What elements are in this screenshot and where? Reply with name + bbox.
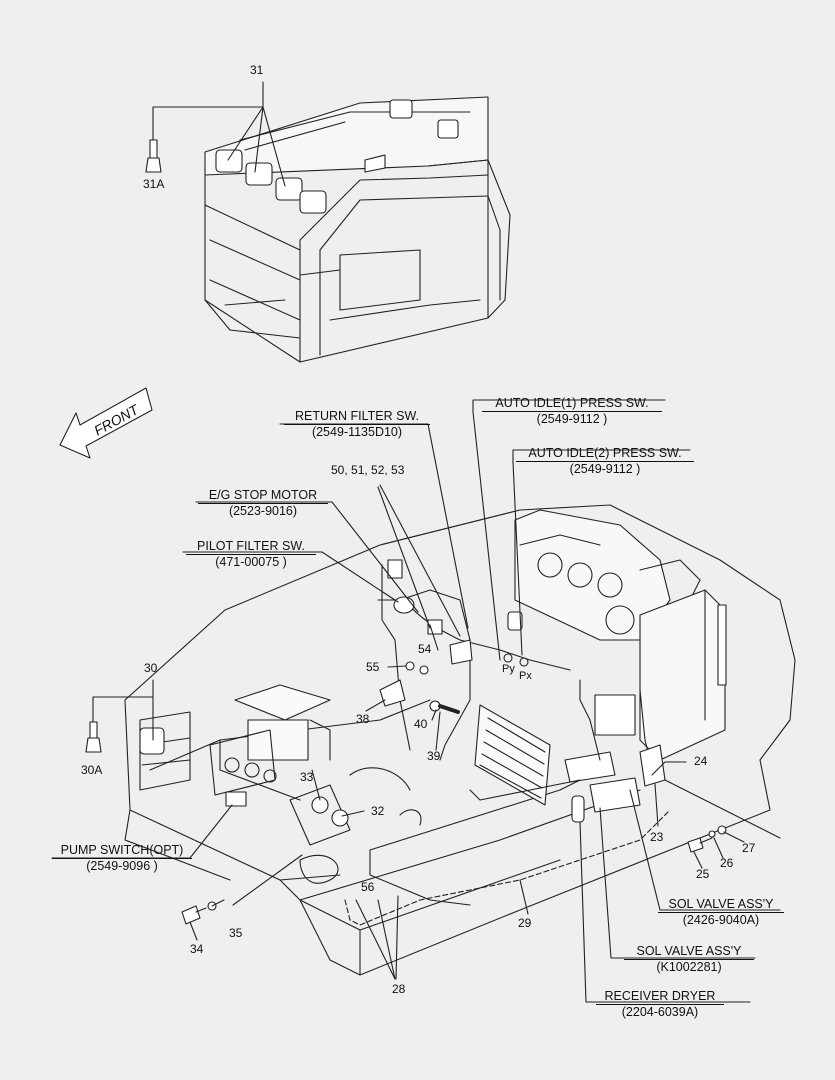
callout-number-34: 34 [190, 942, 204, 956]
pump-switch-callout: PUMP SWITCH(OPT) (2549-9096 ) [52, 843, 192, 873]
eg-stop-motor-callout: E/G STOP MOTOR (2523-9016) [198, 488, 328, 518]
callout-number-31: 31 [250, 63, 264, 77]
callout-number-33: 33 [300, 770, 314, 784]
return-filter-sw-name: RETURN FILTER SW. [284, 409, 430, 425]
sol-valve-2-callout: SOL VALVE ASS'Y (K1002281) [624, 944, 754, 974]
pump-switch-name: PUMP SWITCH(OPT) [52, 843, 192, 859]
callout-number-56: 56 [361, 880, 375, 894]
port-label-px: Px [519, 670, 532, 682]
pilot-filter-sw-part: (471-00075 ) [215, 555, 287, 569]
sol-valve-2-part: (K1002281) [656, 960, 722, 974]
callout-number-35: 35 [229, 926, 243, 940]
callout-number-30a: 30A [81, 763, 103, 777]
callout-number-40: 40 [414, 717, 428, 731]
eg-stop-motor-name: E/G STOP MOTOR [198, 488, 328, 504]
auto-idle2-part: (2549-9112 ) [569, 462, 641, 476]
auto-idle1-callout: AUTO IDLE(1) PRESS SW. (2549-9112 ) [482, 396, 662, 426]
bulb-31a-icon [145, 129, 162, 173]
sol-valve-1-callout: SOL VALVE ASS'Y (2426-9040A) [658, 897, 784, 927]
sol-valve-1-part: (2426-9040A) [682, 913, 760, 927]
port-label-py: Py [502, 663, 515, 675]
eg-stop-motor-part: (2523-9016) [228, 504, 298, 518]
callout-number-54: 54 [418, 642, 432, 656]
machine-illustration [124, 504, 796, 976]
callout-number-28: 28 [392, 982, 406, 996]
receiver-dryer-part: (2204-6039A) [621, 1005, 699, 1019]
pilot-filter-sw-name: PILOT FILTER SW. [186, 539, 316, 555]
callout-number-25: 25 [696, 867, 710, 881]
callout-number-50-53: 50, 51, 52, 53 [331, 463, 405, 477]
sol-valve-2-name: SOL VALVE ASS'Y [624, 944, 754, 960]
bulb-30a-icon [85, 709, 102, 753]
callout-number-24: 24 [694, 754, 708, 768]
callout-number-31a: 31A [143, 177, 165, 191]
auto-idle2-name: AUTO IDLE(2) PRESS SW. [516, 446, 694, 462]
receiver-dryer-callout: RECEIVER DRYER (2204-6039A) [596, 989, 724, 1019]
front-arrow-icon [59, 387, 153, 459]
callout-number-30: 30 [144, 661, 158, 675]
auto-idle2-callout: AUTO IDLE(2) PRESS SW. (2549-9112 ) [516, 446, 694, 476]
callout-number-32: 32 [371, 804, 385, 818]
pilot-filter-sw-callout: PILOT FILTER SW. (471-00075 ) [186, 539, 316, 569]
callout-number-39: 39 [427, 749, 441, 763]
callout-number-55: 55 [366, 660, 380, 674]
callout-number-29: 29 [518, 916, 532, 930]
pump-switch-part: (2549-9096 ) [86, 859, 158, 873]
return-filter-sw-callout: RETURN FILTER SW. (2549-1135D10) [284, 409, 430, 439]
callout-number-26: 26 [720, 856, 734, 870]
sol-valve-1-name: SOL VALVE ASS'Y [658, 897, 784, 913]
callout-number-38: 38 [356, 712, 370, 726]
callout-number-27: 27 [742, 841, 756, 855]
cab-illustration [204, 96, 511, 363]
return-filter-sw-part: (2549-1135D10) [311, 425, 403, 439]
callout-number-23: 23 [650, 830, 664, 844]
receiver-dryer-name: RECEIVER DRYER [596, 989, 724, 1005]
auto-idle1-part: (2549-9112 ) [536, 412, 608, 426]
auto-idle1-name: AUTO IDLE(1) PRESS SW. [482, 396, 662, 412]
